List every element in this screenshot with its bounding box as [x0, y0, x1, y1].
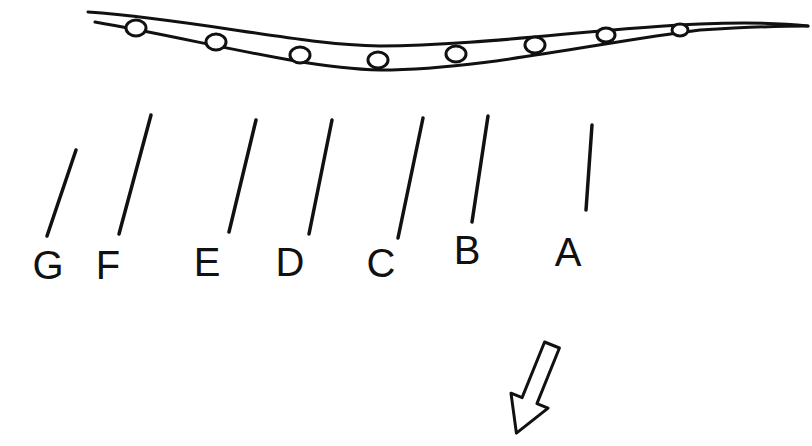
part-letter: F	[96, 245, 120, 285]
part-letter: B	[454, 230, 481, 270]
part-letter: A	[555, 232, 582, 272]
strip-edge	[95, 22, 808, 70]
direction-arrow	[498, 338, 571, 441]
leader-line	[47, 115, 592, 238]
part-letter: G	[32, 245, 63, 285]
part-letter: E	[194, 242, 221, 282]
part-letter: D	[276, 242, 305, 282]
part-letter: C	[367, 243, 396, 283]
bead-row	[126, 20, 688, 68]
